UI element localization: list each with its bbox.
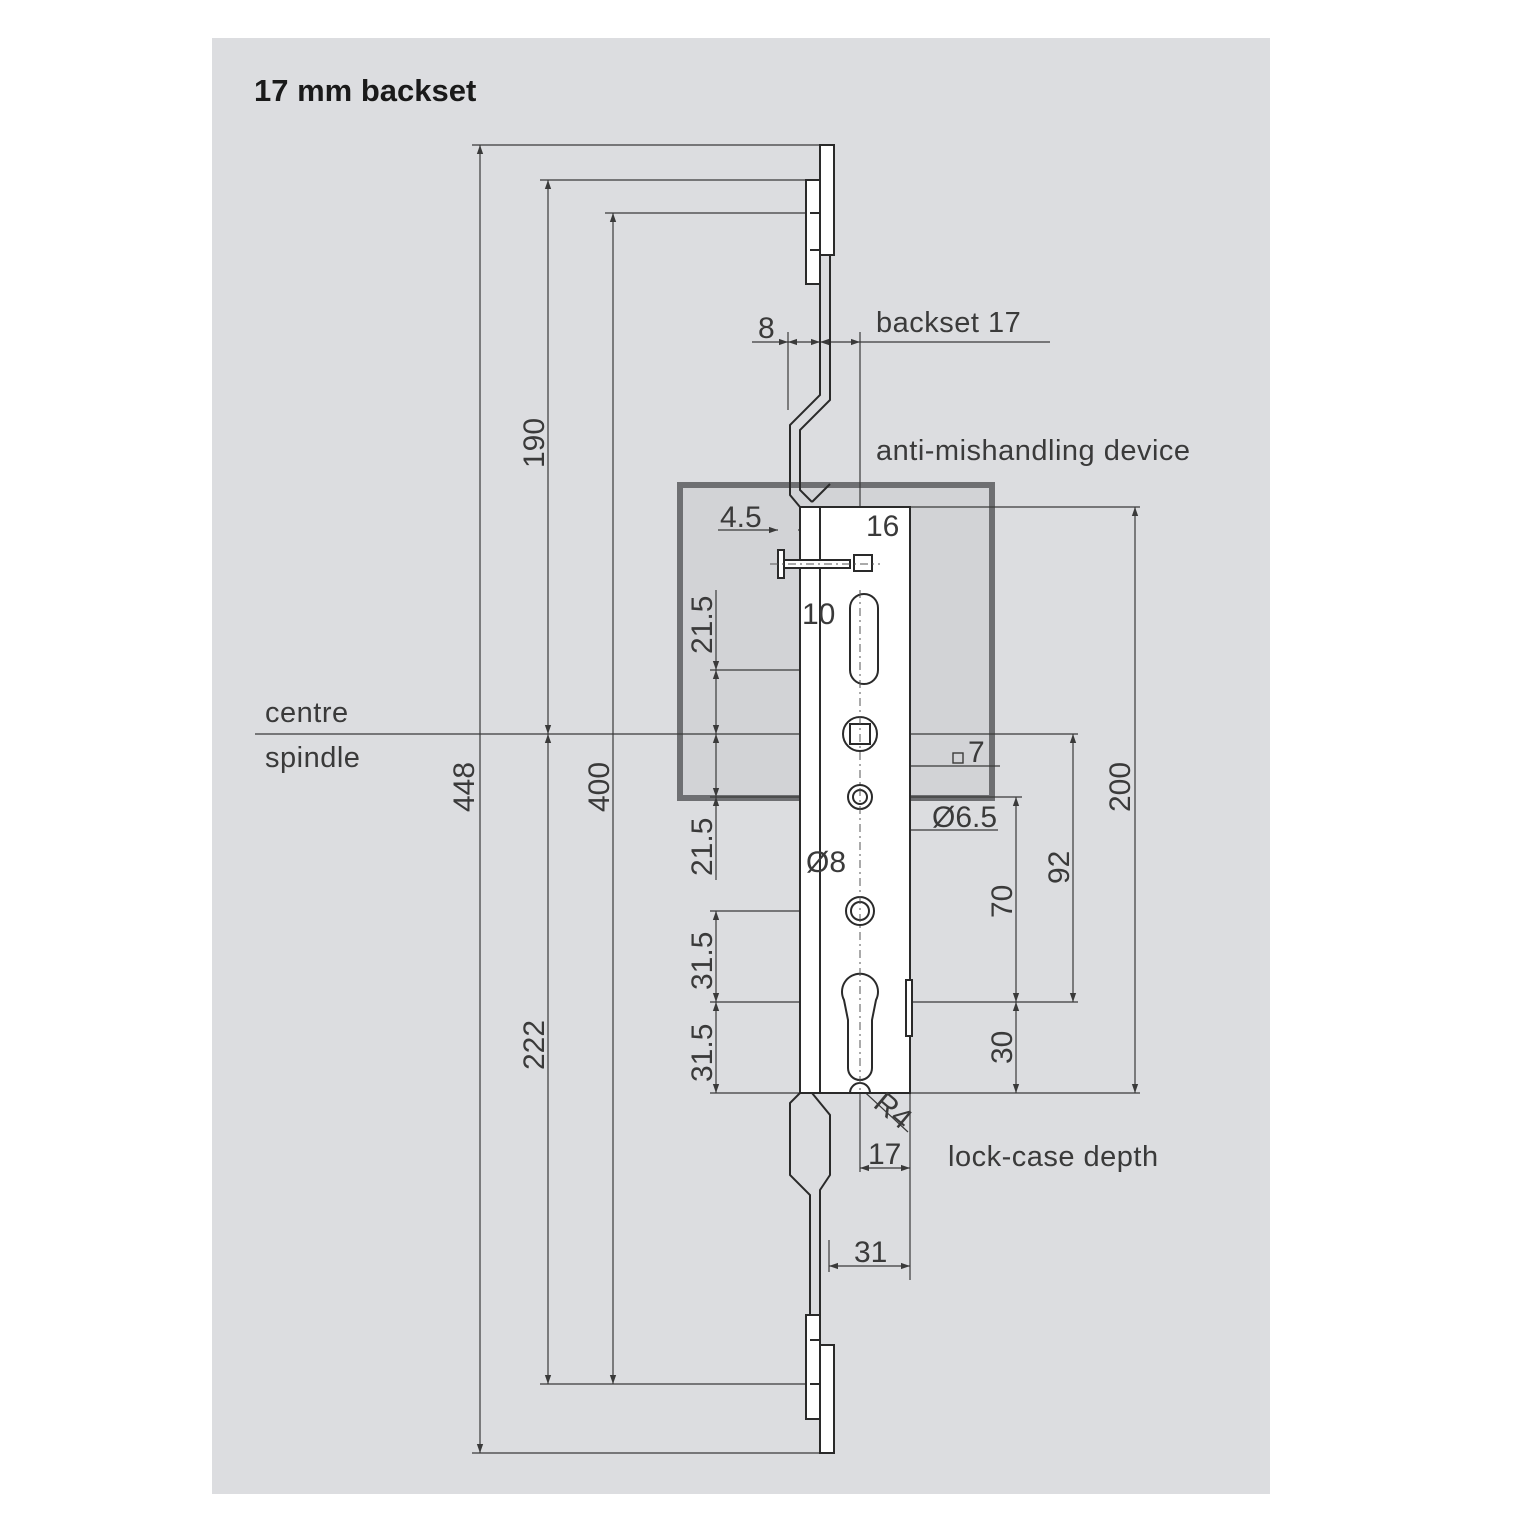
dim-31-5-top: 31.5 bbox=[686, 932, 719, 990]
dim-8-hole: Ø8 bbox=[806, 846, 846, 879]
dim-31: 31 bbox=[854, 1236, 887, 1269]
dim-6-5: Ø6.5 bbox=[932, 801, 997, 834]
dimension-lines bbox=[476, 145, 1139, 1453]
dim-17: 17 bbox=[868, 1138, 901, 1171]
label-backset: backset 17 bbox=[876, 307, 1021, 339]
label-centre: centre bbox=[265, 697, 349, 729]
label-lock-case-depth: lock-case depth bbox=[948, 1141, 1159, 1173]
dim-16: 16 bbox=[866, 510, 899, 543]
label-anti-mishandling: anti-mishandling device bbox=[876, 435, 1191, 467]
annotations: backset 17 anti-mishandling device centr… bbox=[265, 307, 1191, 1269]
dim-31-5-bottom: 31.5 bbox=[686, 1024, 719, 1082]
dim-400: 400 bbox=[583, 762, 616, 812]
dim-92: 92 bbox=[1043, 851, 1076, 884]
dim-30: 30 bbox=[986, 1031, 1019, 1064]
dim-4-5: 4.5 bbox=[720, 501, 762, 534]
dim-21-5-top: 21.5 bbox=[686, 596, 719, 654]
dim-8: 8 bbox=[758, 312, 775, 345]
dim-200: 200 bbox=[1104, 762, 1137, 812]
dim-222: 222 bbox=[518, 1020, 551, 1070]
dim-7: 7 bbox=[968, 736, 985, 769]
label-spindle: spindle bbox=[265, 742, 360, 774]
dim-21-5-bottom: 21.5 bbox=[686, 818, 719, 876]
dim-448: 448 bbox=[448, 762, 481, 812]
dim-70: 70 bbox=[986, 885, 1019, 918]
faceplate-and-rods bbox=[770, 144, 964, 1454]
dim-10: 10 bbox=[802, 598, 835, 631]
drawing-title: 17 mm backset bbox=[254, 73, 476, 108]
dim-190: 190 bbox=[518, 418, 551, 468]
